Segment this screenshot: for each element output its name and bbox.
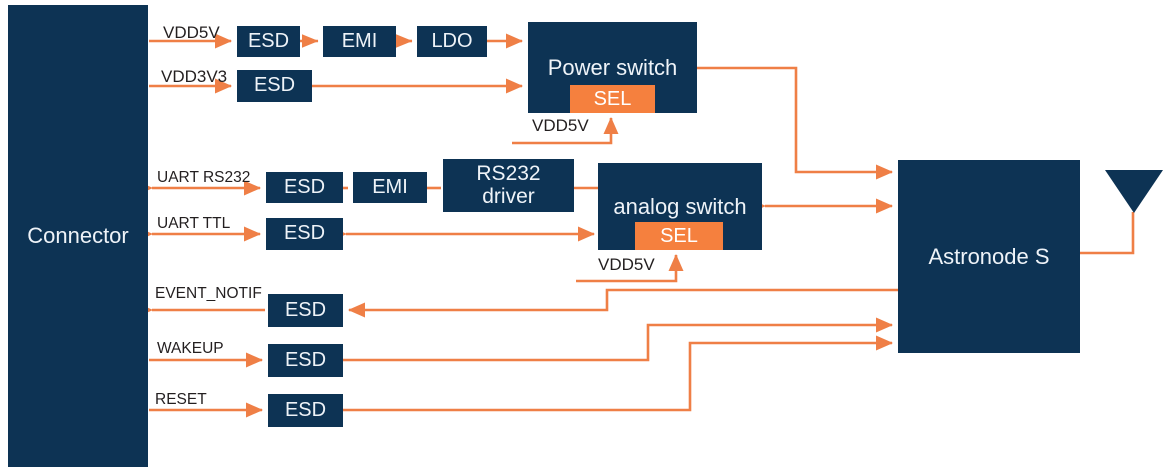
wire-astronode-to-antenna <box>1080 212 1135 255</box>
block-analog-switch-sel-label: SEL <box>660 224 698 247</box>
block-rs232-driver-label-line2: driver <box>482 184 535 208</box>
signal-label-vdd5v-power-sel: VDD5V <box>532 116 589 135</box>
block-power-switch-sel-label: SEL <box>593 87 632 110</box>
block-esd-event-notif[interactable]: ESD <box>268 294 343 327</box>
block-emi-uart-rs232-label: EMI <box>372 175 408 198</box>
block-power-switch-label: Power switch <box>547 55 678 80</box>
block-emi-vdd5v[interactable]: EMI <box>323 26 396 57</box>
signal-label-vdd5v: VDD5V <box>163 23 220 42</box>
signal-label-uart-rs232: UART RS232 <box>157 169 251 186</box>
block-esd-uart-rs232-label: ESD <box>283 175 326 198</box>
signal-label-wakeup: WAKEUP <box>157 340 224 357</box>
block-astronode-s[interactable]: Astronode S <box>898 160 1080 353</box>
block-esd-vdd3v3-label: ESD <box>253 74 296 97</box>
signal-label-vdd5v-analog-sel: VDD5V <box>598 255 655 274</box>
wire-reset-esd-to-astronode <box>343 335 894 412</box>
block-esd-wakeup-label: ESD <box>284 348 327 371</box>
block-astronode-s-label: Astronode S <box>928 243 1050 269</box>
block-esd-vdd3v3[interactable]: ESD <box>237 70 312 102</box>
wire-astronode-to-event-notif-esd <box>347 288 898 318</box>
wire-wakeup-esd-to-astronode <box>343 317 894 362</box>
block-power-switch-sel[interactable]: SEL <box>570 85 655 113</box>
signal-label-vdd3v3: VDD3V3 <box>161 67 228 86</box>
signal-label-uart-ttl: UART TTL <box>157 215 231 232</box>
block-esd-reset-label: ESD <box>284 398 327 421</box>
signal-label-event-notif: EVENT_NOTIF <box>155 285 262 302</box>
block-esd-vdd5v[interactable]: ESD <box>237 26 300 57</box>
block-esd-reset[interactable]: ESD <box>268 394 343 427</box>
block-analog-switch-sel[interactable]: SEL <box>635 222 723 250</box>
signal-label-reset: RESET <box>155 391 207 408</box>
block-esd-uart-rs232[interactable]: ESD <box>266 172 343 203</box>
antenna-icon <box>1105 170 1163 213</box>
block-ldo[interactable]: LDO <box>417 26 487 57</box>
block-rs232-driver[interactable]: RS232 driver <box>443 159 574 212</box>
block-emi-vdd5v-label: EMI <box>341 29 378 52</box>
block-analog-switch-label: analog switch <box>613 194 747 219</box>
block-esd-uart-ttl[interactable]: ESD <box>266 218 343 250</box>
block-esd-vdd5v-label: ESD <box>247 29 290 52</box>
block-ldo-label: LDO <box>431 29 473 52</box>
block-esd-event-notif-label: ESD <box>284 298 327 321</box>
block-connector[interactable]: Connector <box>8 5 148 467</box>
block-rs232-driver-label-line1: RS232 <box>476 161 541 185</box>
wire-power-switch-to-astronode <box>697 66 894 180</box>
block-connector-label: Connector <box>27 223 129 249</box>
block-esd-wakeup[interactable]: ESD <box>268 344 343 377</box>
block-esd-uart-ttl-label: ESD <box>283 222 326 245</box>
block-emi-uart-rs232[interactable]: EMI <box>353 172 427 203</box>
